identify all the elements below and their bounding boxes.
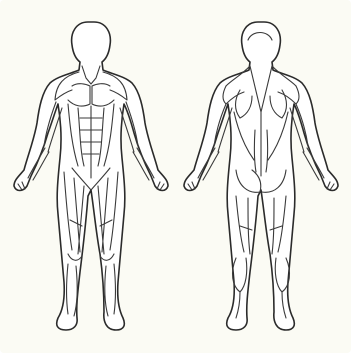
back-body-figure (184, 22, 338, 330)
front-body-figure (14, 22, 168, 330)
